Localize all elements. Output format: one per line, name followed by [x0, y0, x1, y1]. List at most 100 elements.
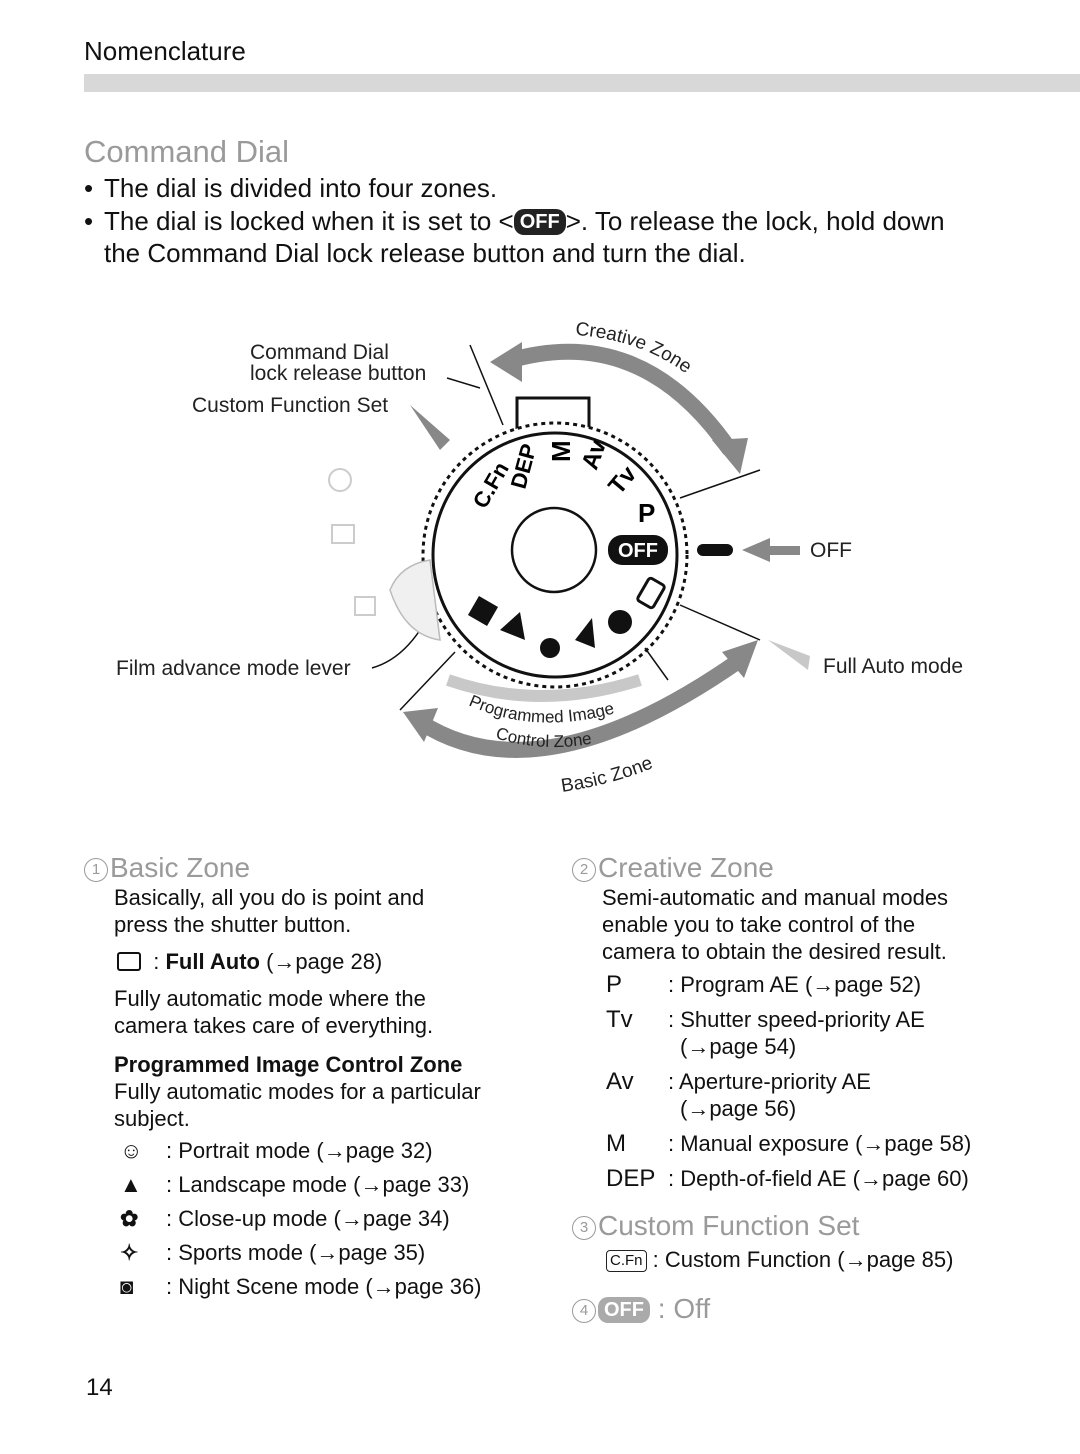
section-number: 2: [572, 858, 596, 882]
full-auto-desc-1: Fully automatic mode where the: [114, 986, 426, 1011]
bullet-dot: •: [84, 173, 94, 203]
bullet-lock-text-post: >. To release the lock, hold down: [565, 206, 945, 236]
night-scene-icon: ◙: [120, 1274, 134, 1299]
tv-ref: (→page 54): [680, 1034, 797, 1059]
creative-desc-1: Semi-automatic and manual modes: [602, 885, 949, 910]
bullet-lock-text-pre: The dial is locked when it is set to <: [104, 206, 514, 236]
creative-zone-desc: Semi-automatic and manual modes enable y…: [572, 884, 1042, 965]
creative-leader: [679, 469, 761, 499]
basic-arrow-head-right: [722, 640, 758, 678]
bullet-lock: • The dial is locked when it is set to <O…: [84, 205, 1034, 269]
off-title-text: : Off: [657, 1293, 711, 1324]
creative-zone-title-text: Creative Zone: [598, 852, 774, 883]
basic-zone-label: Basic Zone: [560, 753, 656, 797]
landscape-mode-text: : Landscape mode (→page 33): [166, 1172, 470, 1197]
pic-zone-title: Programmed Image Control Zone: [114, 1052, 463, 1077]
sports-mode-text: : Sports mode (→page 35): [166, 1240, 426, 1265]
basic-desc-1: Basically, all you do is point and: [114, 885, 425, 910]
lock-release-label-2: lock release button: [250, 362, 427, 385]
page-number: 14: [86, 1374, 113, 1401]
closeup-mode-row: ✿: Close-up mode (→page 34): [120, 1202, 544, 1236]
full-auto-desc-2: camera takes care of everything.: [114, 1013, 434, 1038]
film-advance-lever: [389, 559, 441, 641]
program-ae-text: : Program AE (→page 52): [668, 972, 922, 997]
custom-function-text: : Custom Function (→page 85): [652, 1247, 954, 1272]
creative-arrow-head-right: [712, 438, 748, 474]
full-auto-colon: :: [147, 949, 166, 974]
dep-text: : Depth-of-field AE (→page 60): [668, 1166, 969, 1191]
creative-mode-list: P : Program AE (→page 52) Tv: Shutter spe…: [572, 971, 1042, 1192]
drive-mode-icons: [328, 468, 376, 616]
section-number: 3: [572, 1216, 596, 1240]
page-title: Command Dial: [84, 134, 290, 169]
basic-zone-desc: Basically, all you do is point and press…: [84, 884, 544, 938]
program-ae-row: P : Program AE (→page 52): [606, 971, 1042, 998]
tv-glyph: Tv: [606, 1006, 633, 1033]
custom-function-row: C.Fn : Custom Function (→page 85): [572, 1246, 1042, 1273]
basic-zone-title-text: Basic Zone: [110, 852, 251, 883]
lock-leader: [469, 344, 504, 426]
manual-glyph: M: [606, 1130, 626, 1157]
portrait-mode-text: : Portrait mode (→page 32): [166, 1138, 433, 1163]
lock-release-label-1: Command Dial: [250, 341, 389, 364]
av-row: Av : Aperture-priority AE(→page 56): [606, 1068, 1042, 1122]
bullet-zones: • The dial is divided into four zones.: [84, 172, 497, 204]
full-auto-desc: Fully automatic mode where the camera ta…: [84, 985, 544, 1039]
creative-zone-arrow: [502, 343, 737, 455]
lock-leader-2: [446, 377, 481, 389]
section-number: 1: [84, 858, 108, 882]
command-dial-diagram: C.Fn DEP M Av Tv P OFF Creative Zone Pro…: [328, 319, 810, 797]
dial-index-mark: [697, 544, 733, 556]
full-auto-name: Full Auto: [165, 949, 260, 974]
night-scene-mode-text: : Night Scene mode (→page 36): [166, 1274, 482, 1299]
full-auto-dial-mark: [636, 576, 666, 610]
basic-zone-arrow: [415, 653, 745, 758]
full-auto-arrow: [768, 640, 810, 670]
dep-row: DEP : Depth-of-field AE (→page 60): [606, 1165, 1042, 1192]
dial-center: [510, 506, 598, 594]
off-badge: OFF: [513, 209, 566, 235]
portrait-icon: ☺: [120, 1138, 143, 1163]
bullet-zones-text: The dial is divided into four zones.: [104, 173, 498, 203]
sports-mode-row: ✧: Sports mode (→page 35): [120, 1236, 544, 1270]
full-auto-icon: [117, 952, 141, 971]
full-auto-leader: [679, 604, 761, 641]
tv-row: Tv: Shutter speed-priority AE(→page 54): [606, 1006, 1042, 1060]
basic-desc-2: press the shutter button.: [114, 912, 352, 937]
off-badge-icon: OFF: [598, 1297, 650, 1323]
full-auto-label: Full Auto mode: [823, 655, 964, 678]
night-scene-mode-row: ◙ : Night Scene mode (→page 36): [120, 1270, 544, 1304]
av-text: : Aperture-priority AE: [668, 1069, 871, 1094]
pic-desc-2: subject.: [114, 1106, 190, 1131]
av-glyph: Av: [606, 1068, 634, 1095]
dep-glyph: DEP: [606, 1165, 656, 1192]
dial-basic-icons: [467, 595, 632, 658]
bullet-dot: •: [84, 206, 94, 236]
dial-mark-m: M: [546, 440, 576, 462]
header-rule: [84, 74, 1080, 92]
pic-zone-arrow: [446, 674, 642, 702]
dial-mark-p: P: [638, 498, 655, 528]
closeup-mode-text: : Close-up mode (→page 34): [166, 1206, 450, 1231]
off-pointer-arrow: [742, 538, 800, 562]
lock-release-label: Command Dial lock release button: [250, 342, 426, 384]
av-ref: (→page 56): [680, 1096, 797, 1121]
pic-leader: [399, 651, 456, 711]
creative-arrow-head-left: [490, 342, 522, 382]
pic-zone-desc: Fully automatic modes for a particular s…: [84, 1078, 544, 1132]
program-glyph: P: [606, 971, 623, 998]
section-number: 4: [572, 1299, 596, 1323]
pic-desc-1: Fully automatic modes for a particular: [114, 1079, 481, 1104]
basic-arrow-head-left: [403, 708, 438, 742]
custom-fn-arrow: [410, 405, 450, 450]
dial-mark-off-bg: [608, 535, 668, 565]
pic-mode-list: ☺: Portrait mode (→page 32) ▲: Landscape…: [84, 1134, 544, 1304]
full-auto-row: : Full Auto (→page 28): [84, 948, 544, 975]
creative-desc-2: enable you to take control of the: [602, 912, 916, 937]
